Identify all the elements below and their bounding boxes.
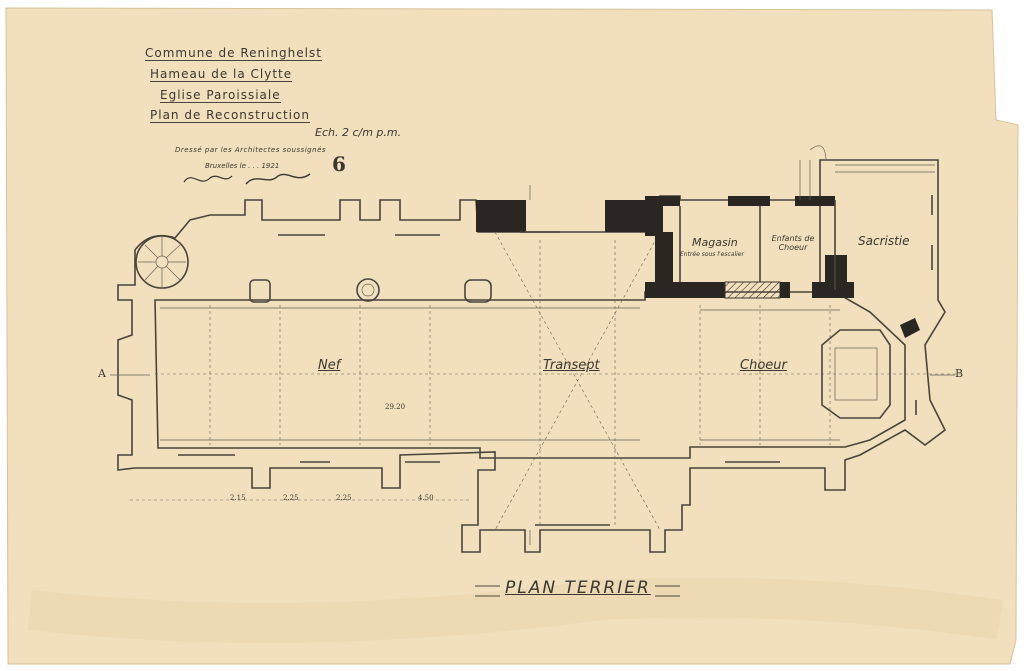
header-line-eglise: Eglise Paroissiale: [160, 88, 281, 103]
section-mark-a: A: [98, 367, 106, 380]
spiral-stair: [135, 235, 189, 289]
place-date: Bruxelles le . . . 1921: [205, 162, 280, 170]
dimension-bay-4: 4.50: [418, 494, 434, 502]
dimension-bay-3: 2.25: [336, 494, 352, 502]
plan-title: Plan Terrier: [505, 578, 651, 598]
dimension-length: 29.20: [385, 403, 406, 411]
altar: [821, 329, 891, 419]
architect-credit: Dressé par les Architectes soussignés: [175, 146, 327, 154]
room-label-store-note: Entrée sous l'escalier: [680, 251, 744, 258]
vault-lines: [130, 231, 960, 531]
scale-label: Ech. 2 c/m p.m.: [315, 126, 402, 139]
paper-sheet: [5, 7, 1019, 665]
architect-signatures: [183, 173, 311, 185]
header-line-commune: Commune de Reninghelst: [145, 46, 322, 61]
sheet-number: 6: [332, 152, 346, 176]
dimension-bay-1: 2.15: [230, 494, 246, 502]
room-label-transept: Transept: [543, 358, 600, 373]
room-label-sacristy: Sacristie: [858, 234, 910, 248]
room-label-choir-children: Enfants de Choeur: [771, 234, 815, 252]
header-line-hameau: Hameau de la Clytte: [150, 67, 293, 82]
plan-title-rules: [475, 585, 680, 597]
outer-wall: [117, 159, 947, 553]
pillars: [249, 278, 492, 303]
dimension-bay-2: 2.25: [283, 494, 299, 502]
section-mark-b: B: [955, 367, 964, 380]
room-label-choir: Choeur: [740, 358, 787, 373]
room-label-store: Magasin: [692, 236, 738, 249]
room-label-nave: Nef: [318, 358, 341, 373]
header-line-plan: Plan de Reconstruction: [150, 108, 310, 123]
new-walls: [476, 196, 920, 338]
